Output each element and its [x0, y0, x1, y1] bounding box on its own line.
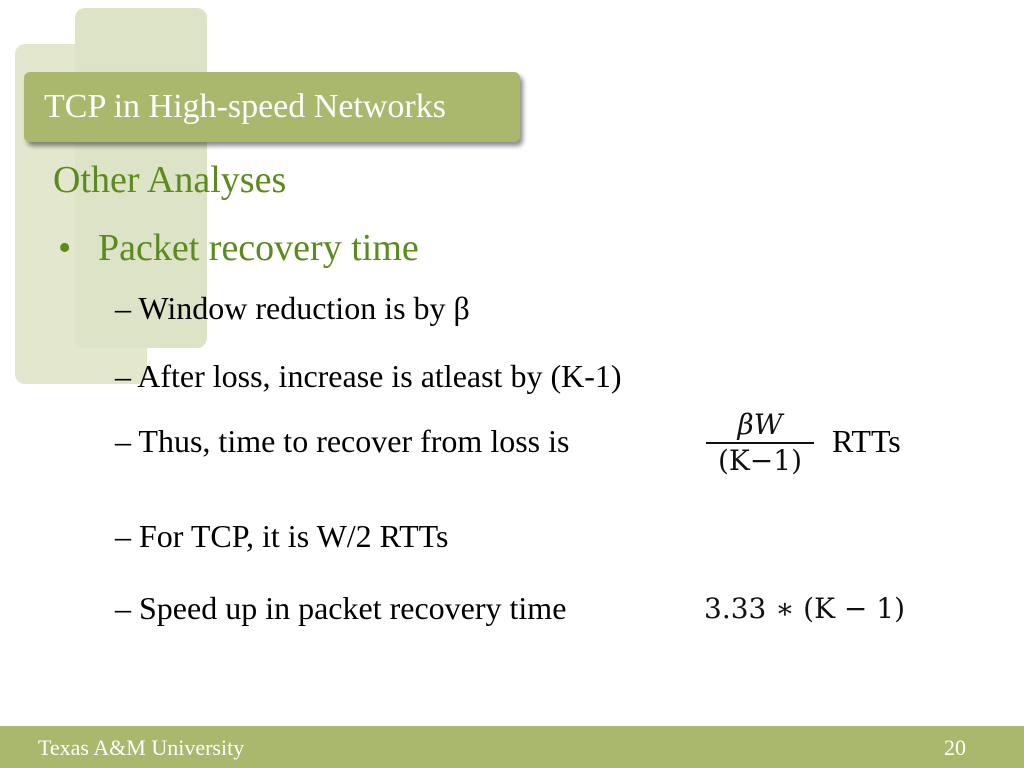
fraction-bar [706, 442, 814, 444]
title-bar: TCP in High-speed Networks [24, 72, 520, 142]
sub-item-recover-time: – Thus, time to recover from loss is [115, 423, 570, 459]
speedup-formula: 3.33 ∗ (K − 1) [704, 592, 906, 625]
formula-denominator: (K−1) [717, 444, 803, 477]
recovery-time-formula: βW (K−1) [706, 410, 814, 476]
formula-unit: RTTs [832, 423, 901, 459]
slide-subtitle: Other Analyses [53, 159, 287, 201]
slide-title: TCP in High-speed Networks [44, 88, 446, 125]
sub-item-speedup: – Speed up in packet recovery time [115, 590, 567, 626]
footer-institution: Texas A&M University [38, 735, 245, 760]
sub-item-increase: – After loss, increase is atleast by (K-… [115, 358, 622, 394]
bullet-marker: • [58, 227, 72, 269]
formula-numerator: βW [737, 408, 783, 441]
sub-item-tcp: – For TCP, it is W/2 RTTs [115, 518, 449, 554]
bullet-text: Packet recovery time [98, 227, 419, 269]
footer-bar: Texas A&M University 20 [0, 726, 1024, 768]
page-number: 20 [944, 735, 966, 760]
sub-item-window-reduction: – Window reduction is by β [115, 290, 470, 326]
bullet-item: • Packet recovery time [58, 226, 419, 270]
